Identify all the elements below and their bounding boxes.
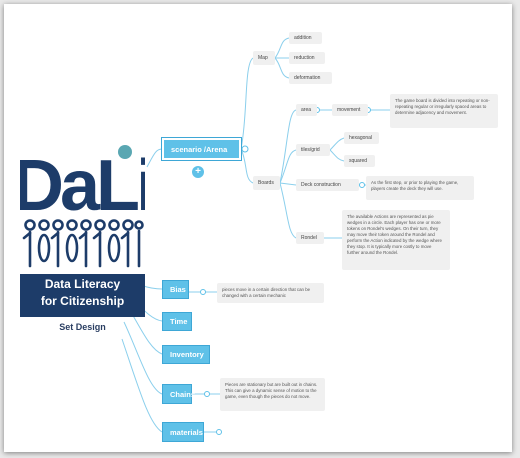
connector-lines: [121, 37, 390, 435]
subtopic-movement[interactable]: movement: [332, 104, 368, 116]
topic-chains[interactable]: Chains: [162, 384, 195, 404]
note-chains: Pieces are stationary but are built out …: [220, 378, 325, 411]
subtopic-hexagonal[interactable]: hexagonal: [344, 132, 379, 144]
subtopic-boards[interactable]: Boards: [253, 176, 280, 190]
topic-scenario-arena[interactable]: scenario /Arena: [161, 137, 242, 161]
banner-line-2: for Citizenship: [40, 294, 125, 308]
topic-inventory[interactable]: Inventory: [162, 345, 210, 364]
people-figures-icon: [22, 219, 144, 268]
subtopic-area[interactable]: area: [296, 104, 317, 116]
subtopic-reduction[interactable]: reduction: [289, 52, 325, 64]
subtopic-rondel[interactable]: Rondel: [296, 232, 324, 244]
logo-wordmark: DaLi: [12, 144, 156, 226]
logo-banner: Data Literacy for Citizenship: [20, 274, 145, 317]
note-movement: The game board is divided into repeating…: [390, 94, 498, 128]
subtopic-map[interactable]: Map: [253, 51, 275, 65]
subtopic-deck-construction[interactable]: Deck construction: [296, 179, 359, 191]
topic-time[interactable]: Time: [162, 312, 192, 331]
topic-bias[interactable]: Bias: [162, 280, 189, 299]
logo-dot: [118, 145, 132, 159]
logo-caption: Set Design: [59, 322, 106, 332]
subtopic-deformation[interactable]: deformation: [289, 72, 332, 84]
subtopic-tiles-grid[interactable]: tiles/grid: [296, 144, 330, 156]
note-rondel: The available Actions are represented as…: [342, 210, 450, 270]
logo-brand-text: DaLi: [20, 146, 145, 216]
topic-materials[interactable]: materials: [162, 422, 204, 442]
subtopic-addition[interactable]: addition: [289, 32, 322, 44]
note-deck-construction: As the first step, or prior to playing t…: [366, 176, 474, 200]
subtopic-squared[interactable]: squared: [344, 155, 375, 167]
dali-logo-icon: DaLi: [12, 145, 156, 226]
plus-icon[interactable]: +: [192, 166, 204, 178]
mindmap-canvas: DaLi Data Literacy for Citizenship Set D…: [4, 4, 512, 452]
banner-line-1: Data Literacy: [44, 277, 121, 291]
note-bias: pieces move in a certain direction that …: [217, 283, 324, 303]
